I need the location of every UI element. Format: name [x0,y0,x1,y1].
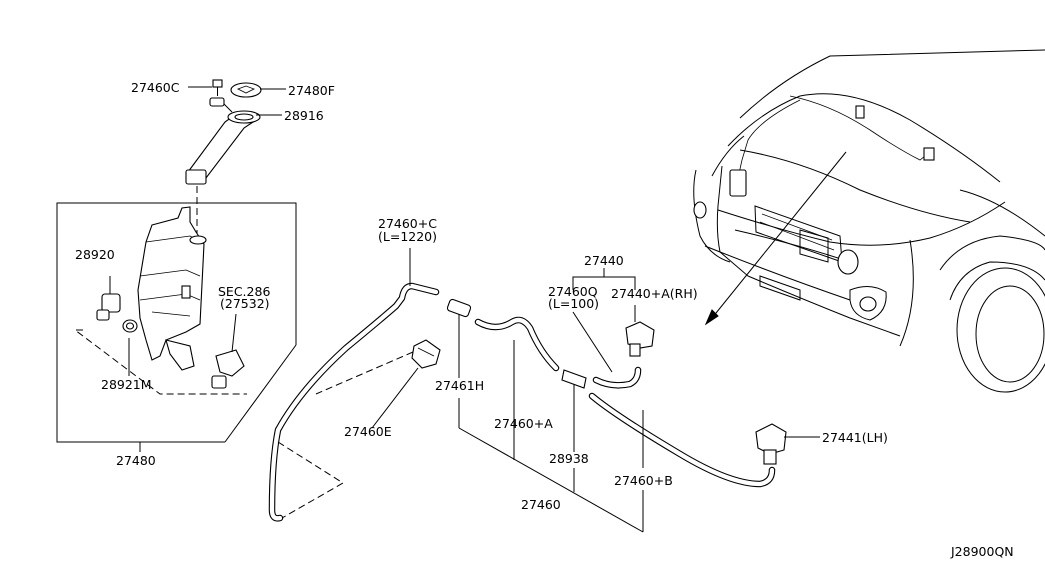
hose-27460Q [592,366,642,389]
label-27460C-hose-2: (L=1220) [378,229,437,244]
label-28921M: 28921M [101,377,152,392]
label-sec286-2: (27532) [220,296,270,311]
label-27461H: 27461H [435,378,484,393]
nozzle-27440A-rh [625,305,655,357]
label-27460E: 27460E [344,424,392,439]
label-27460B: 27460+B [614,473,673,488]
hose-27460B [588,392,776,488]
nozzle-27441-lh [755,423,820,465]
washer-tank [137,206,207,371]
label-27460: 27460 [521,497,561,512]
filler-neck-28916 [185,103,261,185]
cap-27480F [230,82,262,98]
bolt-27460C [209,79,225,107]
diagram-id: J28900QN [950,544,1014,559]
label-27460C-hose-1: 27460+C [378,216,437,231]
label-sec286-1: SEC.286 [218,284,270,299]
grommet-28921M [122,319,138,333]
label-27460C: 27460C [131,80,180,95]
reservoir-assembly-box [56,202,297,443]
check-valve-27461H [446,298,472,378]
label-28920: 28920 [75,247,115,262]
label-28916: 28916 [284,108,324,123]
level-sensor [211,313,245,389]
hose-27460A [474,316,560,372]
label-27441-lh: 27441(LH) [822,430,888,445]
leader-lines [128,86,644,533]
callout-labels: 27460C 27480F 28916 28920 SEC.286 (27532… [75,80,1014,559]
label-27440: 27440 [584,253,624,268]
label-28938: 28938 [549,451,589,466]
label-27440A-rh: 27440+A(RH) [611,286,698,301]
label-27460A: 27460+A [494,416,553,431]
label-27460Q-2: (L=100) [548,296,599,311]
label-27460Q-1: 27460Q [548,284,598,299]
hose-27460C [268,282,440,522]
clip-27460E [411,339,441,369]
vehicle-front [693,49,1045,393]
label-27480: 27480 [116,453,156,468]
pump-28920 [96,276,121,321]
joint-28938 [561,369,587,452]
label-27480F: 27480F [288,83,335,98]
